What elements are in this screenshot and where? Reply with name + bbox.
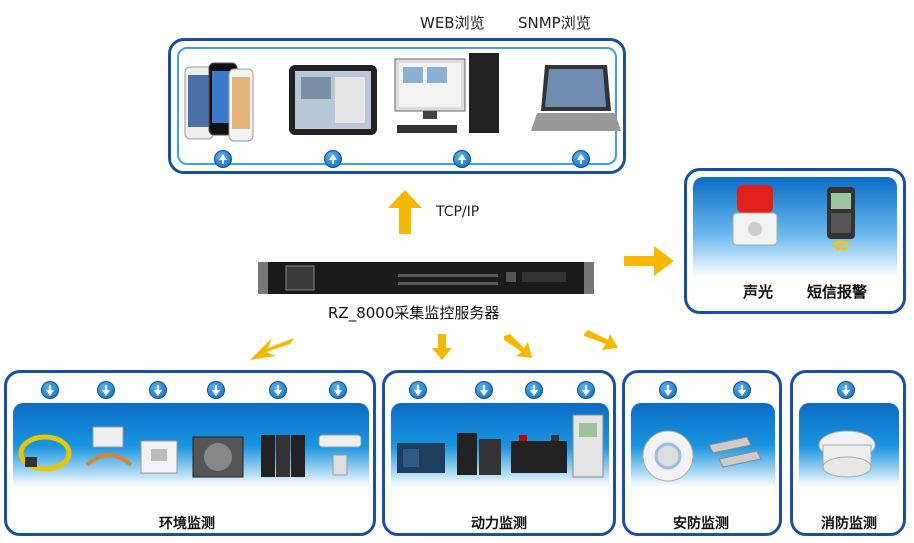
siren-icon [732, 185, 778, 246]
fire-group: 烟 感 消防监测 [790, 370, 906, 536]
up-arrow-icon [214, 150, 232, 168]
down-arrow-icon [577, 381, 595, 399]
down-arrow-icon [837, 381, 855, 399]
up-arrow-icon [453, 150, 471, 168]
item-label: 普通水浸 [21, 489, 61, 500]
fresh-air-unit-icon [192, 436, 244, 478]
diesel-generator-icon [397, 443, 445, 473]
temp-humidity-sensor-icon [140, 440, 178, 474]
down-arrow-icon [733, 381, 751, 399]
battery-icon [511, 435, 567, 473]
precision-ac-icon [261, 435, 305, 477]
item-label: 配电柜 [569, 489, 599, 500]
dual-detector-icon [642, 430, 694, 482]
down-arrow-icon [584, 330, 618, 350]
item-label: 门 磁 [725, 489, 749, 500]
down-arrow-icon [409, 381, 427, 399]
client-panel [168, 38, 626, 174]
group-title: 消防监测 [821, 516, 877, 532]
up-arrow-icon [572, 150, 590, 168]
down-arrow-icon [149, 381, 167, 399]
down-arrow-icon [525, 381, 543, 399]
web-browse-label: WEB浏览 [420, 14, 485, 32]
down-arrow-icon [475, 381, 493, 399]
distribution-cabinet-icon [572, 414, 604, 478]
alarm-panel: 声光 短信报警 [684, 168, 906, 314]
server-device-icon [258, 262, 594, 294]
item-label: 精密空调 [257, 489, 297, 500]
group-title: 环境监测 [159, 516, 215, 532]
desktop-icon [394, 53, 499, 133]
item-label: 温湿度 [139, 489, 169, 500]
down-arrow-icon [269, 381, 287, 399]
sms-alarm-label: 短信报警 [807, 283, 868, 301]
down-arrow-icon [41, 381, 59, 399]
item-label: 烟 感 [833, 489, 857, 500]
tcp-up-arrow-icon [388, 190, 422, 234]
down-arrow-icon [207, 381, 225, 399]
ordinary-ac-icon [318, 434, 362, 476]
down-arrow-icon [659, 381, 677, 399]
item-label: 电池组 [517, 489, 547, 500]
positioning-leak-sensor-icon [85, 426, 133, 467]
item-label: 柴油发电机 [391, 489, 441, 500]
item-label: 新风机 [199, 489, 229, 500]
item-label: UPS [467, 485, 490, 496]
server-label: RZ_8000采集监控服务器 [328, 304, 500, 322]
tcp-ip-label: TCP/IP [436, 204, 480, 220]
item-label: 普通空调 [315, 489, 355, 500]
group-title: 安防监测 [673, 516, 729, 532]
up-arrow-icon [324, 150, 342, 168]
door-magnet-icon [708, 436, 762, 468]
ups-icon [457, 433, 501, 475]
sound-light-label: 声光 [743, 283, 774, 301]
down-arrow-icon [432, 334, 452, 360]
down-arrow-icon [329, 381, 347, 399]
down-arrow-icon [250, 338, 294, 360]
smoke-detector-icon [818, 430, 876, 478]
cellphone-icon [827, 187, 855, 252]
item-label: 双 鉴 [651, 489, 675, 500]
down-arrow-icon [97, 381, 115, 399]
environment-group: 普通水浸 定位水浸 温湿度 新风机 精密空调 普通空调 环境监测 [4, 370, 376, 536]
tablet-icon [289, 65, 377, 135]
item-label: 定位水浸 [81, 489, 121, 500]
group-title: 动力监测 [471, 516, 527, 532]
water-leak-sensor-icon [18, 434, 72, 472]
laptop-icon [531, 65, 621, 131]
power-group: 柴油发电机 UPS 电池组 配电柜 动力监测 [382, 370, 616, 536]
smartphone-icon [184, 62, 254, 142]
down-arrow-icon [504, 334, 532, 358]
snmp-browse-label: SNMP浏览 [518, 14, 591, 32]
security-group: 双 鉴 门 磁 安防监测 [622, 370, 782, 536]
alarm-arrow-icon [624, 246, 674, 276]
